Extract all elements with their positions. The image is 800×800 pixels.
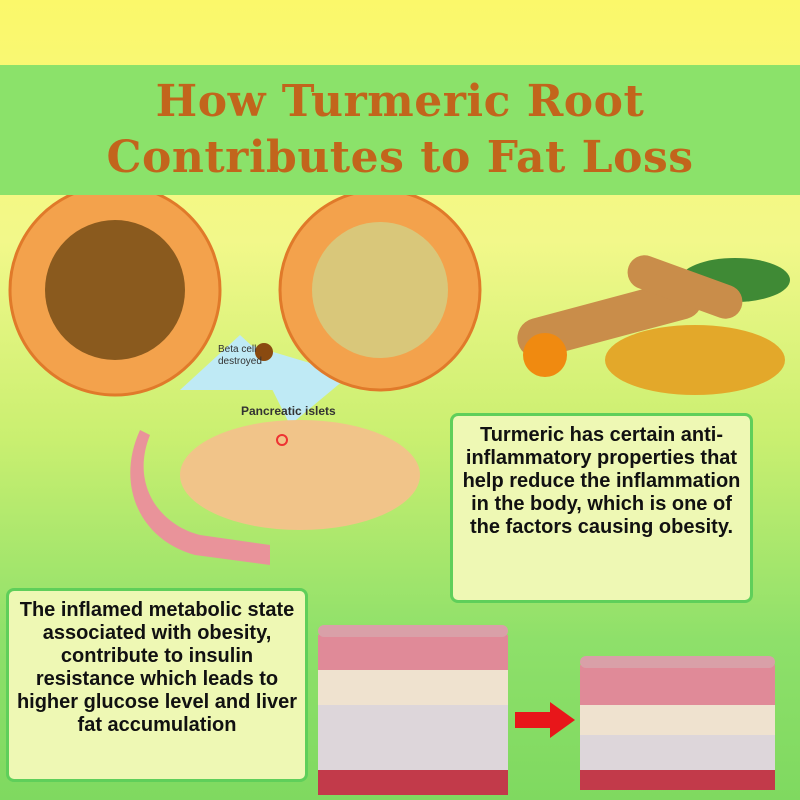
light-beam-right [250, 345, 350, 425]
pancreas-illustration [8, 195, 482, 565]
beta-cell-label: Beta cell destroyed [218, 344, 262, 367]
info-box-turmeric: Turmeric has certain anti-inflammatory p… [450, 413, 753, 603]
turmeric-powder [605, 325, 785, 395]
pancreatic-islets-label: Pancreatic islets [241, 404, 336, 418]
duodenum [130, 430, 270, 565]
pancreas-body [180, 420, 420, 530]
title-line-1: How Turmeric Root [155, 76, 645, 127]
skin-fat-after [580, 656, 775, 790]
turmeric-slice [523, 333, 567, 377]
turmeric-root [517, 279, 703, 359]
title-banner: How Turmeric Root Contributes to Fat Los… [0, 65, 800, 195]
arrow-right-icon [515, 702, 575, 738]
title-line-2: Contributes to Fat Loss [106, 132, 694, 183]
beta-cell-icon [255, 343, 273, 361]
islet-core-diseased [45, 220, 185, 360]
info-box-inflammation: The inflamed metabolic state associated … [6, 588, 308, 782]
skin-fat-before [318, 625, 508, 795]
info-text-turmeric: Turmeric has certain anti-inflammatory p… [462, 424, 741, 538]
turmeric-illustration [517, 255, 790, 395]
info-text-inflammation: The inflamed metabolic state associated … [16, 599, 298, 736]
islet-core-healthy [312, 222, 448, 358]
